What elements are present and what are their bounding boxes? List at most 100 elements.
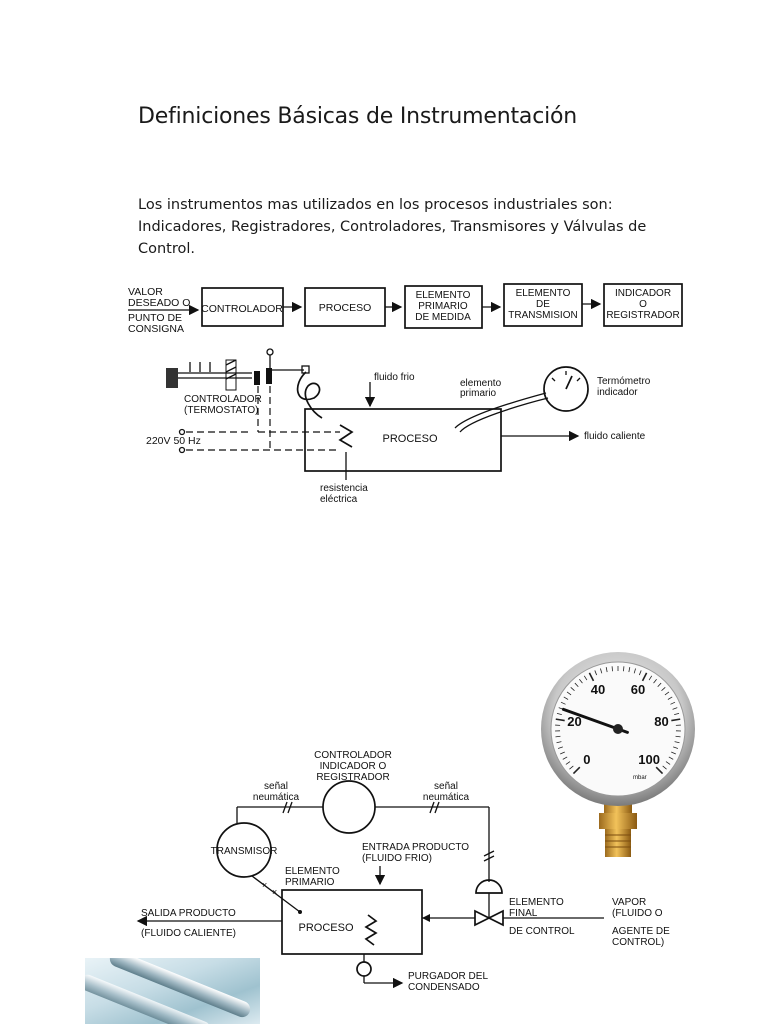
gauge-tick <box>674 712 680 715</box>
steam-label: AGENTE DE <box>612 926 670 937</box>
pressure-gauge-image: 0 20 40 60 80 100 mbar <box>538 652 698 860</box>
process-tank <box>281 889 423 955</box>
output-product-label: SALIDA PRODUCTO <box>141 908 236 919</box>
hot-fluid-label: fluido caliente <box>584 431 646 442</box>
gauge-tick <box>563 696 569 700</box>
heater-label: eléctrica <box>320 494 358 505</box>
intro-paragraph: Los instrumentos mas utilizados en los p… <box>138 194 658 260</box>
thermometer-dial <box>543 366 589 412</box>
gauge-tick <box>566 691 572 696</box>
svg-text:×: × <box>262 880 267 890</box>
gauge-tick <box>672 707 678 710</box>
input-product-label: (FLUIDO FRIO) <box>362 853 432 864</box>
intro-line: Los instrumentos mas utilizados en los p… <box>138 197 613 213</box>
gauge-tick <box>655 766 664 775</box>
gauge-tick <box>638 670 642 676</box>
gauge-tick <box>570 687 575 691</box>
block-label: DE MEDIDA <box>415 312 471 323</box>
gauge-tick <box>565 761 571 765</box>
gauge-tick <box>594 670 598 676</box>
setpoint-label: CONSIGNA <box>128 323 184 335</box>
gauge-tick <box>555 735 561 738</box>
gauge-tick <box>562 756 568 760</box>
transmitter-label: TRANSMISOR <box>211 846 278 857</box>
steam-label: (FLUIDO O <box>612 908 663 919</box>
gauge-tick <box>664 691 670 696</box>
gauge-tick <box>653 678 657 684</box>
final-element-label: ELEMENTO <box>509 897 564 908</box>
trap-label: PURGADOR DEL <box>408 971 488 982</box>
block-label: DE <box>536 299 550 310</box>
primary-element-label: elemento <box>460 378 502 389</box>
thermometer-label: Termómetro <box>597 376 651 387</box>
gauge-tick <box>671 751 676 755</box>
output-product-label: (FLUIDO CALIENTE) <box>141 928 236 939</box>
block-label: PROCESO <box>319 302 372 314</box>
gauge-tick <box>579 678 583 684</box>
thermostat-label: (TERMOSTATO) <box>184 405 258 416</box>
input-product-label: ENTRADA PRODUCTO <box>362 842 469 853</box>
glass-tubes-photo <box>85 958 260 1024</box>
page-title: Definiciones Básicas de Instrumentación <box>138 104 577 129</box>
controller-label: REGISTRADOR <box>316 772 389 783</box>
process-label: PROCESO <box>298 922 353 934</box>
svg-text:×: × <box>272 887 277 897</box>
setpoint-label: VALOR <box>128 286 163 298</box>
gauge-tick <box>675 735 681 738</box>
signal-label-right: neumática <box>423 792 470 803</box>
block-label: ELEMENTO <box>416 290 471 301</box>
gauge-tick <box>557 746 563 749</box>
trap-label: CONDENSADO <box>408 982 480 993</box>
gauge-unit: mbar <box>633 775 647 781</box>
gauge-scale-label: 60 <box>631 682 645 697</box>
block-label: ELEMENTO <box>516 288 571 299</box>
gauge-tick <box>633 668 636 674</box>
control-valve <box>474 909 504 927</box>
thermostat-label: CONTROLADOR <box>184 394 262 405</box>
process-tank <box>304 408 502 472</box>
gauge-tick <box>605 667 608 673</box>
controller-label: INDICADOR O <box>320 761 387 772</box>
setpoint-label: PUNTO DE <box>128 312 182 324</box>
signal-label-right: señal <box>434 781 458 792</box>
gauge-tick <box>628 667 631 673</box>
gauge-tick <box>588 672 595 682</box>
gauge-tick <box>572 766 581 775</box>
gauge-scale-label: 80 <box>654 714 668 729</box>
block-label: PRIMARIO <box>418 301 468 312</box>
supply-label: 220V 50 Hz <box>146 435 201 447</box>
gauge-tick <box>600 668 603 674</box>
cold-fluid-label: fluido frio <box>374 372 415 383</box>
steam-label: CONTROL) <box>612 937 664 948</box>
gauge-tick <box>661 687 666 691</box>
controller-label: CONTROLADOR <box>314 750 392 761</box>
gauge-tick <box>648 675 653 681</box>
thermometer-label: indicador <box>597 387 638 398</box>
primary-element-label: primario <box>460 388 497 399</box>
gauge-scale-label: 0 <box>583 752 590 767</box>
gauge-tick <box>560 701 566 705</box>
gauge-scale-label: 100 <box>638 752 660 767</box>
block-indicador <box>603 283 683 327</box>
block-elemento-transmision <box>503 283 583 327</box>
signal-label-left: señal <box>264 781 288 792</box>
thermostat-knob <box>166 368 178 388</box>
transmitter-circle <box>216 822 272 878</box>
steam-trap <box>356 961 372 977</box>
final-element-label: DE CONTROL <box>509 926 575 937</box>
intro-line: Control. <box>138 241 196 257</box>
gauge-tick <box>574 682 579 687</box>
heater-label: resistencia <box>320 483 368 494</box>
controller-circle <box>322 780 376 834</box>
signal-label-left: neumática <box>253 792 300 803</box>
process-label: PROCESO <box>382 433 437 445</box>
gauge-tick <box>657 682 662 687</box>
intro-line: Indicadores, Registradores, Controladore… <box>138 219 647 235</box>
gauge-tick <box>560 751 565 755</box>
block-label: CONTROLADOR <box>201 303 283 315</box>
gauge-tick <box>667 696 673 700</box>
gauge-tick <box>662 765 667 770</box>
block-label: O <box>639 299 647 310</box>
